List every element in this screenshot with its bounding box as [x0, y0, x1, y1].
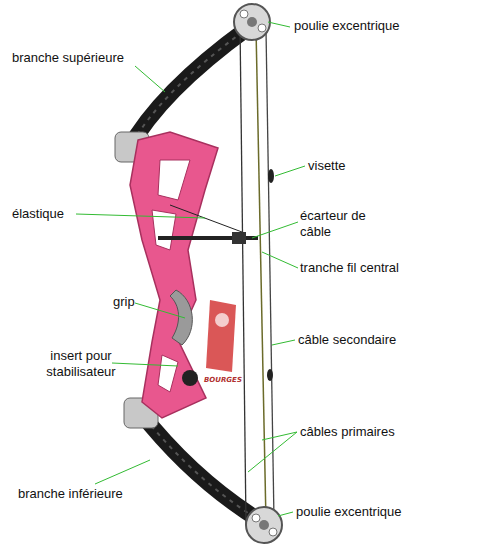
cam-axle — [247, 17, 257, 27]
part-label: tranche fil central — [300, 260, 480, 276]
part-label: grip — [113, 294, 173, 310]
cable-line — [266, 30, 274, 520]
watermark: BOURGES — [204, 376, 264, 384]
leader-line — [135, 66, 165, 92]
leader-line — [252, 222, 298, 238]
cam-hole — [258, 24, 266, 32]
leader-line — [248, 432, 297, 472]
club-logo — [206, 300, 236, 372]
grip-shape — [170, 290, 192, 345]
part-label: poulie excentrique — [294, 18, 474, 34]
stabilizer-insert — [182, 370, 198, 386]
leader-line — [275, 166, 305, 176]
cam-axle — [259, 520, 269, 530]
club-logo — [215, 313, 229, 327]
elastic-line — [170, 205, 242, 232]
leader-line — [95, 460, 150, 484]
bottom-cam — [246, 507, 282, 543]
leader-line — [272, 340, 295, 345]
part-label: écarteur de câble — [300, 208, 378, 240]
riser — [130, 132, 218, 418]
leader-lines — [76, 22, 305, 516]
leader-line — [112, 363, 178, 366]
part-label: élastique — [12, 206, 112, 222]
cable-line — [256, 28, 266, 522]
limb-texture — [140, 412, 262, 522]
leader-line — [278, 512, 293, 516]
central-string — [240, 24, 246, 525]
string-serving — [267, 369, 273, 381]
part-label: insert pour stabilisateur — [22, 348, 140, 380]
top-cam — [234, 4, 270, 40]
peep-sight — [268, 169, 274, 183]
leader-line — [268, 22, 290, 27]
upper-limb — [128, 28, 248, 150]
part-label: câbles primaires — [300, 424, 480, 440]
lower-limb — [140, 412, 262, 522]
cam-hole — [252, 514, 260, 522]
cable-slide — [232, 232, 246, 244]
limb-texture — [128, 28, 248, 150]
leader-line — [76, 214, 205, 218]
cam-hole — [269, 528, 277, 536]
riser-cutout — [158, 160, 190, 200]
part-label: visette — [308, 158, 428, 174]
leader-line — [135, 303, 185, 318]
part-label: branche inférieure — [18, 486, 198, 502]
part-label: branche supérieure — [12, 50, 192, 66]
cam-hole — [240, 10, 248, 18]
leader-line — [262, 252, 298, 268]
riser-cutout — [158, 355, 178, 392]
part-label: câble secondaire — [298, 332, 478, 348]
part-label: poulie excentrique — [296, 504, 476, 520]
